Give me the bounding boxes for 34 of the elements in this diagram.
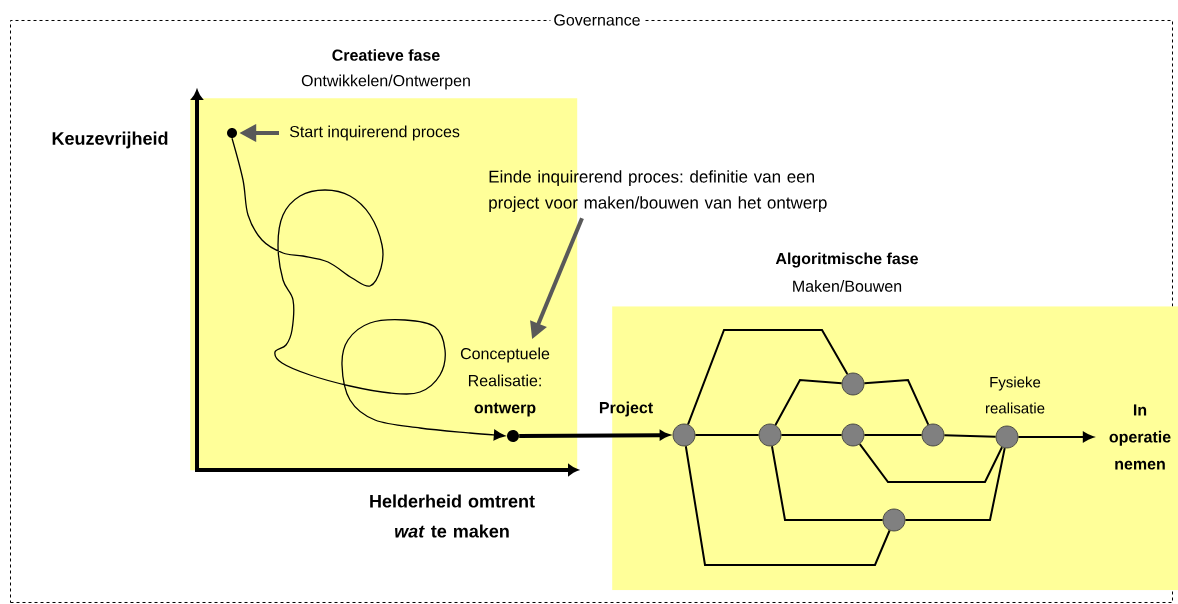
arrow — [1017, 431, 1094, 443]
connector-line — [943, 434, 997, 438]
step-circle — [995, 425, 1019, 449]
step-circle — [758, 423, 782, 447]
outcome-label: In operatie nemen — [1109, 404, 1171, 470]
connector-line — [904, 447, 1006, 521]
step-circle — [672, 423, 696, 447]
edge-label: Project — [599, 401, 653, 417]
connector-line — [694, 434, 760, 436]
connector-line — [687, 329, 849, 426]
connector-line — [780, 434, 843, 436]
arrow — [231, 137, 506, 441]
annotation: Conceptuele Realisatie: ontwerp — [460, 347, 550, 417]
step-circle — [921, 423, 945, 447]
step-caption: Fysieke realisatie — [986, 376, 1045, 414]
connector-line — [858, 443, 1003, 483]
axis-label: Helderheid omtrent wat te maken — [370, 494, 535, 538]
axis-label: Keuzevrijheid — [52, 131, 168, 149]
step-circle — [882, 508, 906, 532]
step-circle — [841, 372, 865, 396]
connector-line — [863, 434, 923, 436]
connector-line — [771, 445, 884, 521]
phase-title: Algoritmische fase — [775, 252, 918, 268]
connector-line — [774, 378, 843, 426]
connector-line — [863, 378, 930, 426]
phase-title: Creatieve fase — [332, 49, 440, 61]
arrow — [519, 430, 670, 440]
connector-line — [684, 445, 891, 566]
annotation: Start inquirerend proces — [289, 125, 460, 141]
phase-subtitle: Maken/Bouwen — [793, 280, 902, 292]
step-circle — [841, 423, 865, 447]
phase-subtitle: Ontwikkelen/Ontwerpen — [301, 74, 470, 90]
annotation: Einde inquirerend proces: definitie van een project voor maken/bouwen van het ontwerp — [489, 170, 827, 213]
frame-title: Governance — [550, 11, 644, 29]
